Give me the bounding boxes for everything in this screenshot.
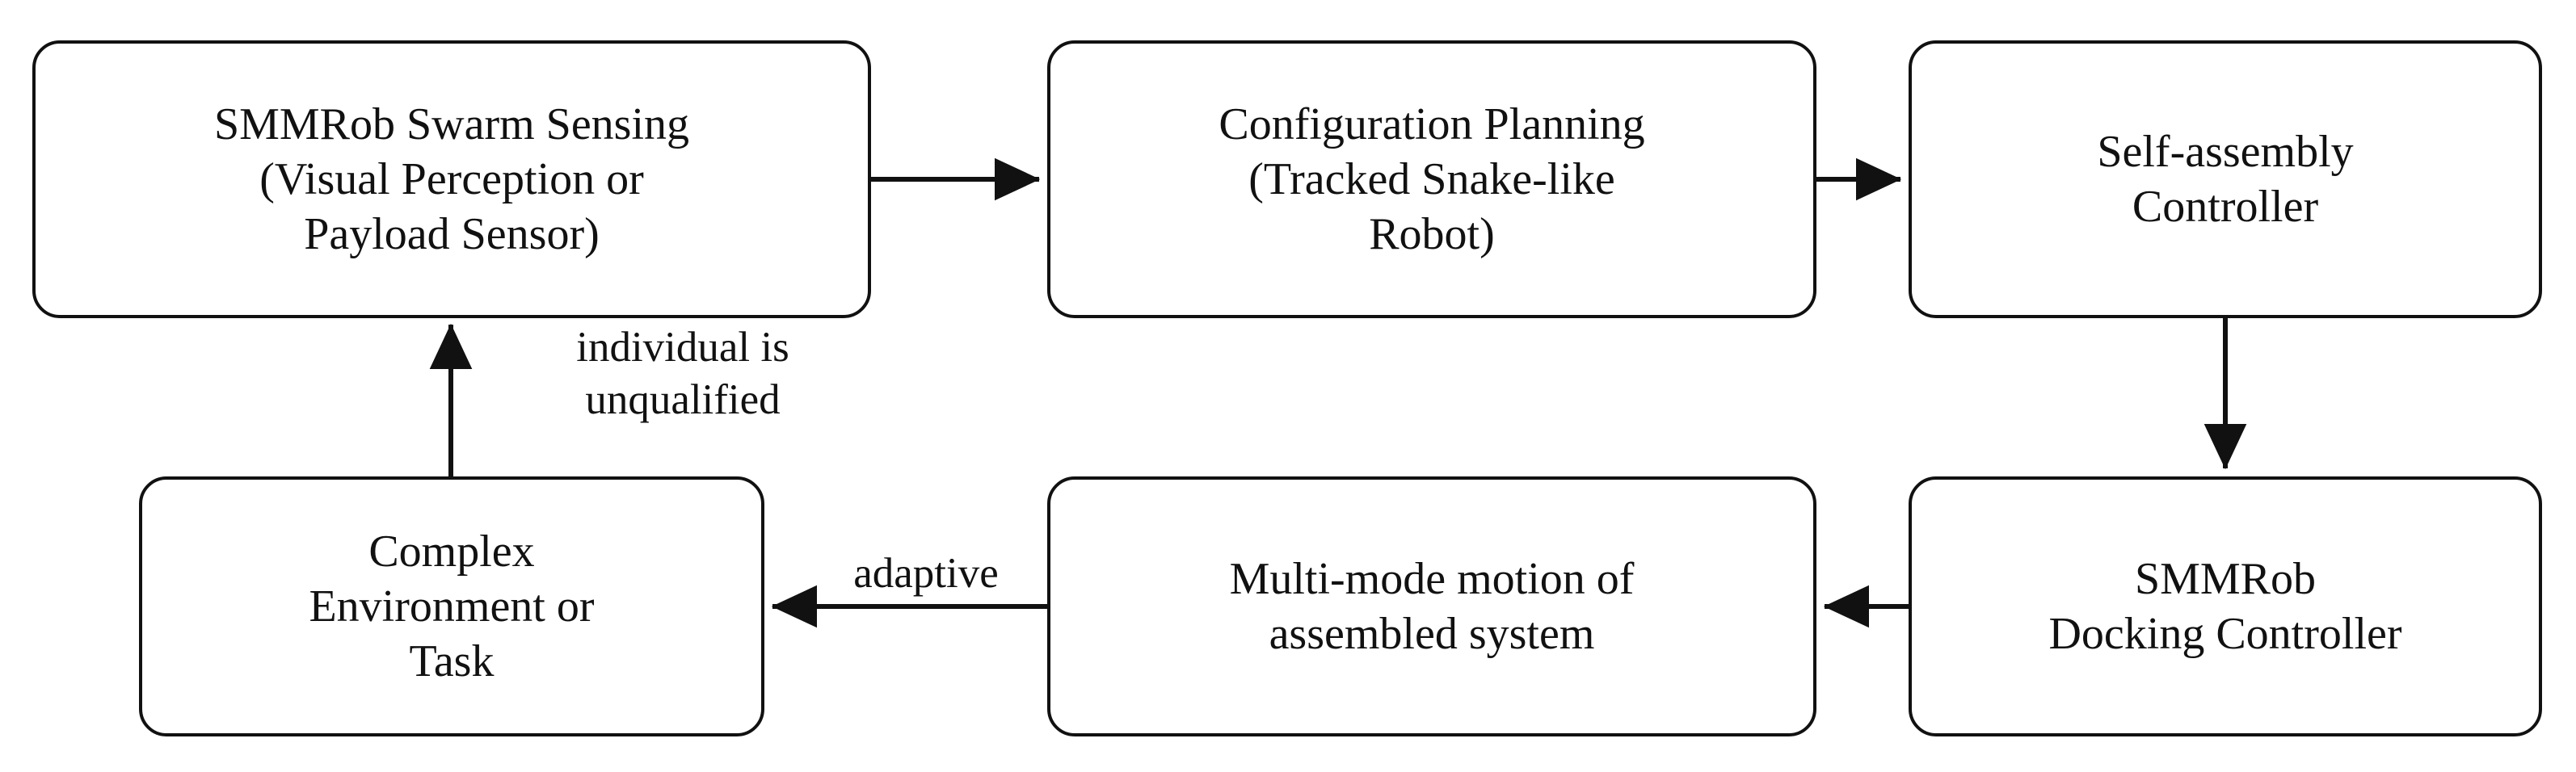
node-configuration-planning[interactable]: Configuration Planning (Tracked Snake-li… bbox=[1047, 40, 1816, 318]
node-multi-mode-motion[interactable]: Multi-mode motion of assembled system bbox=[1047, 476, 1816, 736]
edge-label-individual-unqualified: individual is unqualified bbox=[576, 324, 789, 423]
node-complex-environment-label: Complex Environment or Task bbox=[309, 526, 595, 687]
node-docking-controller-label: SMMRob Docking Controller bbox=[2048, 553, 2402, 659]
edge-label-adaptive: adaptive bbox=[853, 550, 999, 597]
node-complex-environment[interactable]: Complex Environment or Task bbox=[139, 476, 764, 736]
node-self-assembly-controller[interactable]: Self-assembly Controller bbox=[1909, 40, 2542, 318]
node-configuration-planning-label: Configuration Planning (Tracked Snake-li… bbox=[1219, 99, 1645, 260]
node-swarm-sensing[interactable]: SMMRob Swarm Sensing (Visual Perception … bbox=[32, 40, 871, 318]
node-swarm-sensing-label: SMMRob Swarm Sensing (Visual Perception … bbox=[213, 99, 690, 260]
node-docking-controller[interactable]: SMMRob Docking Controller bbox=[1909, 476, 2542, 736]
node-multi-mode-motion-label: Multi-mode motion of assembled system bbox=[1229, 553, 1635, 659]
node-self-assembly-controller-label: Self-assembly Controller bbox=[2097, 126, 2354, 232]
